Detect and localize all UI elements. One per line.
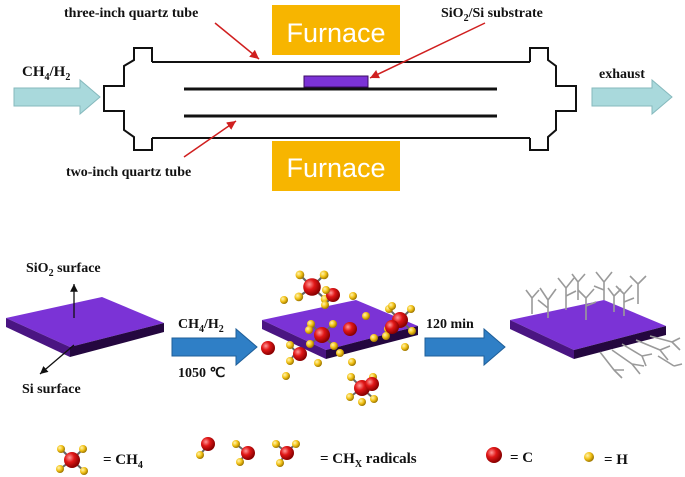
legend-ch3-icon: [272, 440, 300, 467]
legend: = CH4 = CHX radicals = C: [55, 437, 628, 476]
chx-radical: [286, 341, 307, 365]
gas-inlet-arrow: [13, 78, 101, 116]
carbon-atom: [365, 377, 379, 391]
legend-ch4-label: = CH4: [103, 452, 143, 471]
pointer-two-inch: [183, 120, 237, 158]
label-sio2-surface: SiO2 surface: [26, 261, 101, 279]
label-ch4-h2: CH4/H2: [178, 317, 224, 335]
pointer-substrate: [369, 22, 486, 79]
label-gas-inlet: CH4/H2: [22, 64, 70, 83]
exhaust-arrow: [591, 78, 673, 116]
legend-ch4-icon: [55, 444, 89, 476]
process-arrow-2: [424, 327, 506, 367]
outer-quartz-tube: [103, 47, 577, 151]
svg-text:Furnace: Furnace: [286, 153, 385, 183]
legend-ch-icon: [196, 437, 215, 459]
furnace-bottom: Furnace: [272, 141, 400, 191]
legend-ch2-icon: [232, 440, 255, 466]
label-exhaust: exhaust: [599, 67, 645, 82]
legend-c-label: = C: [510, 450, 533, 466]
chx-radical: [382, 320, 399, 340]
label-substrate: SiO2/Si substrate: [441, 6, 543, 24]
legend-chx-label: = CHX radicals: [320, 451, 417, 470]
legend-h-icon: [584, 452, 594, 462]
hydrogen-atoms: [280, 286, 409, 406]
reactor-schematic: Furnace Furnace three-inch quartz tube t…: [13, 5, 673, 191]
label-temperature: 1050 ℃: [178, 366, 226, 381]
pointer-si-surface: [39, 344, 75, 375]
vertical-graphene-side: [599, 335, 683, 379]
graphene-substrate: [510, 300, 666, 359]
label-three-inch-tube: three-inch quartz tube: [64, 6, 198, 21]
furnace-top: Furnace: [272, 5, 400, 55]
process-arrow-1: [171, 327, 258, 367]
bare-substrate: [6, 297, 164, 357]
vertical-graphene-top: [525, 271, 647, 320]
legend-c-icon: [486, 447, 502, 463]
growth-process: SiO2 surface Si surface CH4/H2 1050 ℃: [6, 261, 683, 406]
pointer-three-inch: [214, 22, 260, 60]
carbon-atom: [343, 322, 357, 336]
gas-phase-species: [261, 269, 417, 406]
sio2-si-substrate: [303, 75, 369, 88]
reacting-substrate: [262, 300, 418, 359]
svg-text:Furnace: Furnace: [286, 18, 385, 48]
label-growth-time: 120 min: [426, 317, 474, 332]
carbon-atom: [261, 341, 275, 355]
legend-h-label: = H: [604, 452, 628, 468]
inner-quartz-tube: [184, 87, 497, 118]
label-two-inch-tube: two-inch quartz tube: [66, 165, 191, 180]
label-si-surface: Si surface: [22, 382, 81, 397]
